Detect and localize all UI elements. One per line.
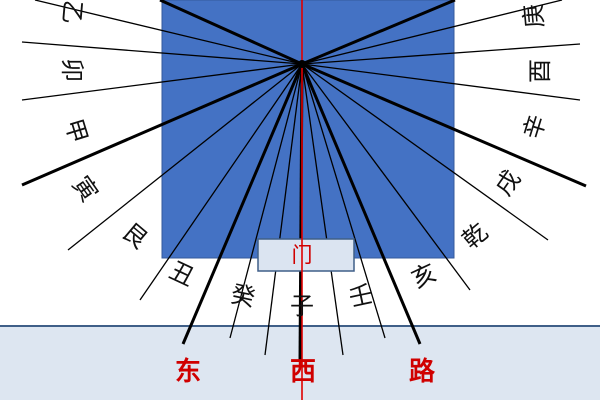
house-rectangle [161, 0, 455, 259]
sector-ray [301, 63, 549, 241]
sector-ray [139, 63, 303, 301]
sector-label: 庚 [519, 3, 549, 29]
sector-label: 酉 [526, 59, 554, 83]
road-char: 路 [409, 356, 436, 387]
sector-main-ray [301, 62, 587, 188]
sector-label: 亥 [407, 258, 441, 294]
sector-ray [301, 63, 386, 339]
sector-ray [301, 63, 581, 101]
sector-ray [301, 43, 581, 65]
sector-label: 丑 [165, 256, 199, 292]
sector-ray [301, 63, 471, 291]
sector-ray [229, 63, 303, 339]
sector-main-ray [300, 63, 422, 345]
road-name: 东 西 路 [175, 356, 436, 387]
road-char: 西 [290, 357, 316, 387]
sector-main-ray [181, 63, 304, 345]
sector-label: 戌 [490, 165, 527, 201]
sector-ray [264, 63, 303, 356]
door-label: 门 [292, 243, 313, 267]
sector-label: 子 [290, 292, 314, 320]
sector-ray [21, 41, 303, 65]
door-box [257, 238, 355, 272]
sector-label: 寅 [67, 171, 104, 207]
sector-main-ray [301, 0, 456, 66]
sector-ray [301, 0, 563, 65]
sector-label: 癸 [228, 280, 257, 312]
sector-label: 乾 [457, 218, 493, 255]
sector-ray [301, 63, 344, 356]
sector-label: 壬 [346, 280, 375, 312]
sector-ray [34, 0, 303, 65]
sector-label: 卯 [58, 58, 86, 82]
sector-label: 辛 [518, 111, 552, 142]
road-char: 东 [175, 356, 201, 387]
center-point [298, 60, 306, 68]
sector-label: 艮 [117, 218, 153, 255]
sector-ray [67, 63, 303, 251]
compass-rays [21, 0, 587, 363]
sector-ray [21, 63, 303, 101]
sector-main-ray [21, 62, 303, 187]
sector-label: 乙 [57, 0, 87, 25]
sector-label: 甲 [59, 115, 93, 146]
sector-main-ray [159, 0, 303, 66]
